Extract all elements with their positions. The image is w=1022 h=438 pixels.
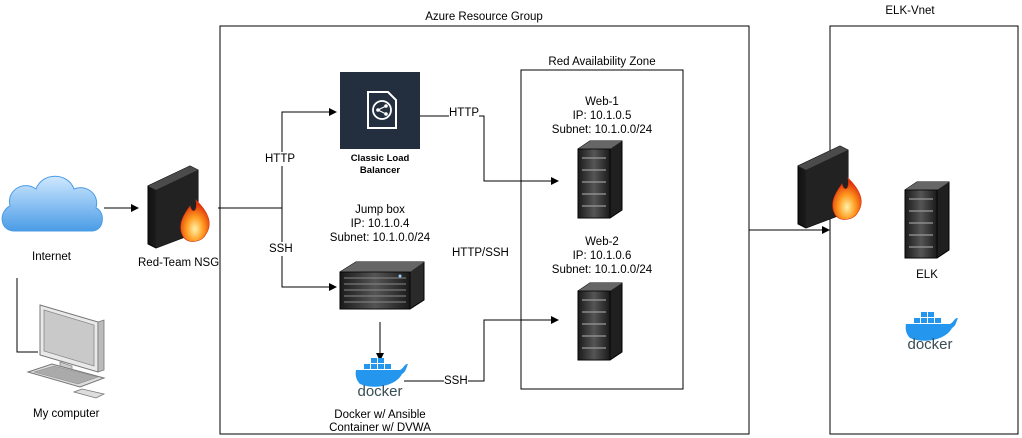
edge-lb-web1 (420, 115, 559, 185)
elk-vnet-box (829, 25, 1019, 435)
docker-logo-text: docker (357, 383, 403, 400)
edge-nsg-lb (281, 108, 337, 208)
load-balancer-icon (340, 72, 420, 149)
web1-subnet: Subnet: 10.1.0.0/24 (551, 124, 653, 136)
internet-label: Internet (32, 251, 71, 263)
jump-box-subnet: Subnet: 10.1.0.0/24 (329, 232, 431, 244)
edge-label-ssh-docker: SSH (444, 374, 468, 388)
web2-server-icon (577, 282, 623, 361)
docker-logo-text-elk: docker (907, 336, 953, 353)
web2-ip: IP: 10.1.0.6 (572, 250, 632, 262)
web2-subnet: Subnet: 10.1.0.0/24 (551, 264, 653, 276)
jump-box-ip: IP: 10.1.0.4 (350, 218, 410, 230)
computer-icon (26, 304, 106, 399)
web1-ip: IP: 10.1.0.5 (572, 110, 632, 122)
my-computer-label: My computer (33, 408, 100, 420)
web1-name: Web-1 (585, 96, 619, 108)
docker-whale-icon (355, 358, 408, 387)
edge-computer-internet (16, 278, 38, 353)
jump-box-server-icon (339, 261, 425, 310)
web2-name: Web-2 (585, 236, 619, 248)
availability-zone-label: Red Availability Zone (548, 56, 656, 68)
elk-vnet-label: ELK-Vnet (885, 5, 935, 17)
red-availability-zone-box (520, 69, 684, 390)
docker-label-line1: Docker w/ Ansible (334, 409, 426, 421)
resource-group-label: Azure Resource Group (425, 11, 543, 23)
firewall-icon-elk (797, 145, 862, 229)
edge-label-http-ssh: HTTP/SSH (452, 246, 509, 260)
docker-label-line2: Container w/ DVWA (329, 422, 431, 434)
nsg-label: Red-Team NSG (138, 257, 220, 269)
jump-box-name: Jump box (355, 204, 405, 216)
edge-label-ssh-jump: SSH (269, 242, 293, 256)
cloud-icon (1, 175, 103, 232)
edge-docker-web2 (404, 316, 559, 382)
edge-label-http-lb: HTTP (265, 152, 296, 166)
docker-whale-icon-elk (905, 312, 958, 341)
edge-nsg-jumpbox (281, 208, 337, 291)
elk-label: ELK (916, 269, 938, 281)
edge-label-http-web1: HTTP (449, 106, 480, 120)
web1-server-icon (577, 140, 623, 219)
firewall-icon (147, 165, 210, 249)
load-balancer-label: Classic Load Balancer (350, 153, 410, 176)
elk-server-icon (904, 181, 950, 259)
